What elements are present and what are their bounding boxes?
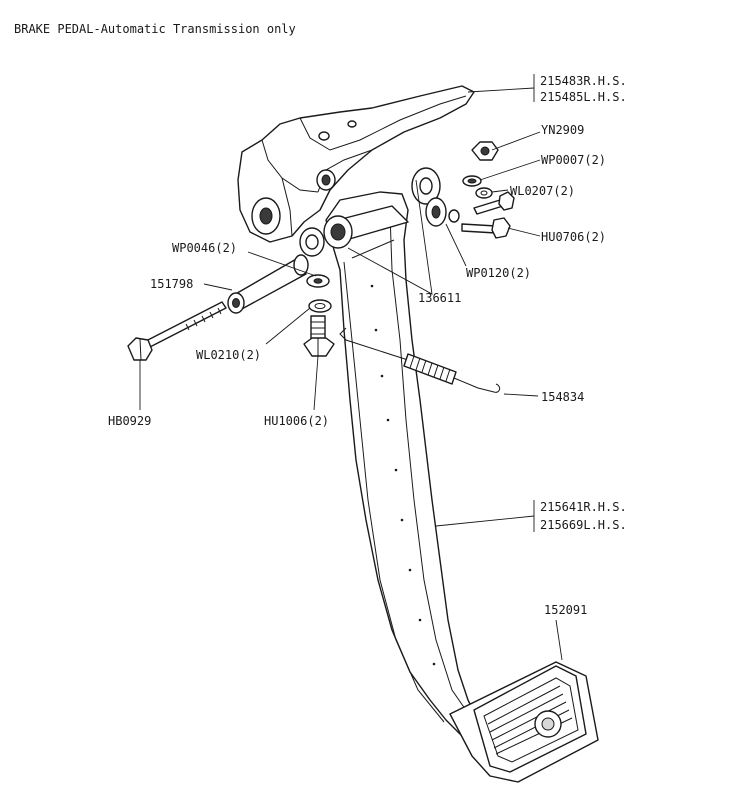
label-152091: 152091 — [544, 603, 587, 617]
label-154834: 154834 — [541, 390, 584, 404]
bolt-hu0706-b — [461, 217, 511, 239]
pedal-arm — [325, 191, 479, 737]
pivot-boss-bushes — [299, 205, 409, 257]
label-wl0210: WL0210(2) — [196, 348, 261, 362]
label-136611: 136611 — [418, 291, 461, 305]
bolt-hu1006 — [303, 315, 335, 357]
label-yn2909: YN2909 — [541, 123, 584, 137]
small-washer — [448, 209, 460, 223]
lock-washer-wl0207 — [475, 187, 493, 199]
mounting-bracket — [237, 85, 475, 243]
spacer-tube-151798 — [227, 254, 309, 314]
return-spring-154834 — [339, 327, 501, 393]
plain-washer-wp0120-b — [425, 197, 447, 227]
label-215483: 215483R.H.S. — [540, 74, 627, 88]
nut-yn2909 — [471, 141, 499, 161]
pivot-bolt-hb0929 — [127, 301, 227, 361]
leader-lines — [139, 74, 563, 661]
label-215669: 215669L.H.S. — [540, 518, 627, 532]
label-hu0706: HU0706(2) — [541, 230, 606, 244]
label-wp0007: WP0007(2) — [541, 153, 606, 167]
label-hu1006: HU1006(2) — [264, 414, 329, 428]
plain-washer-wp0007 — [462, 175, 482, 187]
pedal-pad-152091 — [449, 661, 599, 783]
label-wl0207: WL0207(2) — [510, 184, 575, 198]
label-151798: 151798 — [150, 277, 193, 291]
label-wp0120: WP0120(2) — [466, 266, 531, 280]
plain-washer-wp0120-a — [411, 167, 441, 205]
plain-washer-wp0046 — [306, 274, 330, 288]
diagram-title: BRAKE PEDAL-Automatic Transmission only — [14, 22, 296, 36]
lock-washer-wl0210 — [308, 299, 332, 313]
bolt-hu0706-a — [473, 191, 515, 215]
label-215641: 215641R.H.S. — [540, 500, 627, 514]
label-wp0046: WP0046(2) — [172, 241, 237, 255]
label-hb0929: HB0929 — [108, 414, 151, 428]
label-215485: 215485L.H.S. — [540, 90, 627, 104]
